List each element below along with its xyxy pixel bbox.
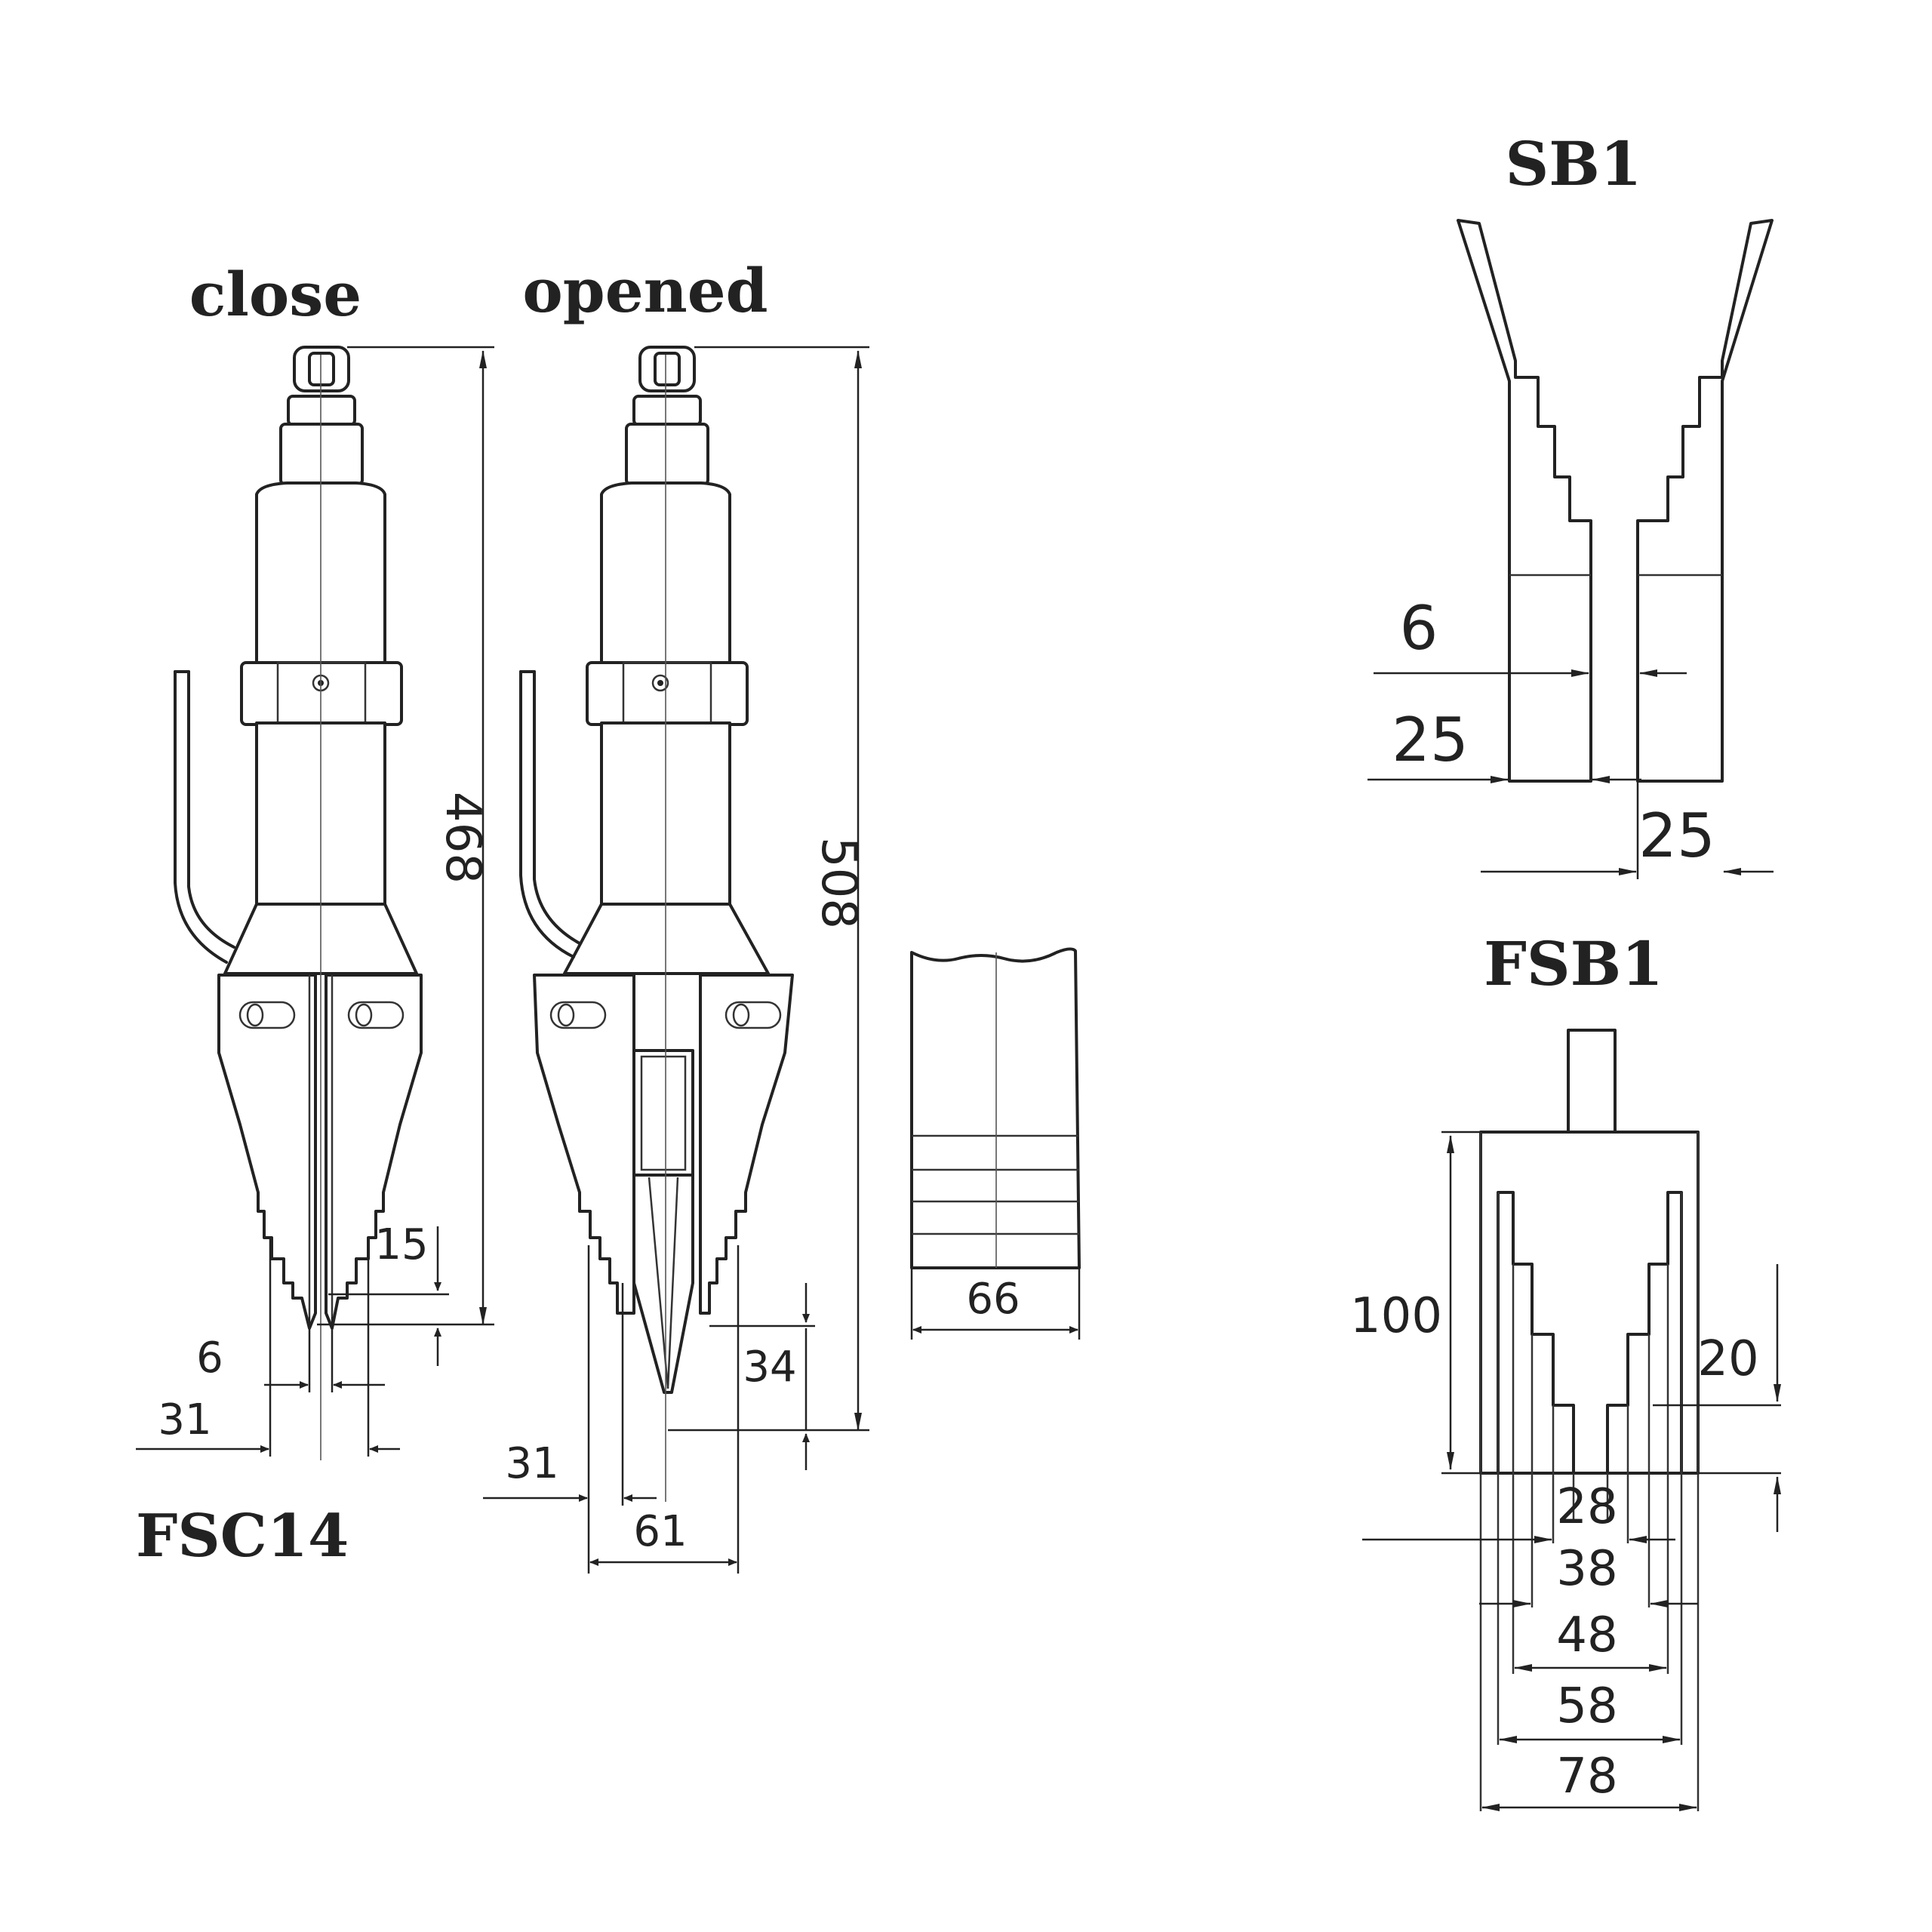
model-label: FSC14 — [136, 1502, 349, 1571]
dim-opened-tip-depth: 34 — [743, 1343, 796, 1392]
opened-tool — [519, 346, 794, 1502]
blade-side-view — [910, 947, 1081, 1269]
dim-fsb1-w2: 38 — [1556, 1541, 1617, 1597]
close-label: close — [189, 259, 361, 330]
dim-close-jaw-width: 31 — [158, 1395, 211, 1444]
dim-fsb1-step: 20 — [1697, 1331, 1758, 1387]
dim-opened-jaw-width: 31 — [505, 1439, 558, 1488]
dimension-lines — [136, 346, 1781, 1811]
fsb1-diagram — [1479, 1029, 1700, 1811]
dim-sb1-gap-large: 25 — [1638, 801, 1715, 871]
dim-fsb1-w5: 78 — [1556, 1749, 1617, 1804]
sb1-diagram — [1457, 219, 1774, 783]
dim-sb1-gap-small: 6 — [1400, 593, 1438, 663]
dim-blade-width: 66 — [966, 1275, 1020, 1324]
dim-sb1-gap-mid: 25 — [1392, 705, 1469, 775]
dim-fsb1-w4: 58 — [1556, 1678, 1617, 1734]
dim-fsb1-w3: 48 — [1556, 1607, 1617, 1663]
fsb1-label: FSB1 — [1484, 928, 1663, 999]
dim-opened-spread: 61 — [633, 1507, 687, 1556]
dim-close-length: 468 — [435, 792, 491, 884]
close-tool — [174, 346, 423, 1460]
sb1-label: SB1 — [1505, 128, 1641, 199]
dim-fsb1-height: 100 — [1350, 1288, 1442, 1344]
opened-label: opened — [522, 255, 768, 326]
dim-opened-length: 508 — [811, 837, 866, 929]
dim-fsb1-w1: 28 — [1556, 1479, 1617, 1535]
dim-close-tip-width: 6 — [196, 1334, 223, 1383]
dim-close-tip-step: 15 — [374, 1220, 428, 1269]
